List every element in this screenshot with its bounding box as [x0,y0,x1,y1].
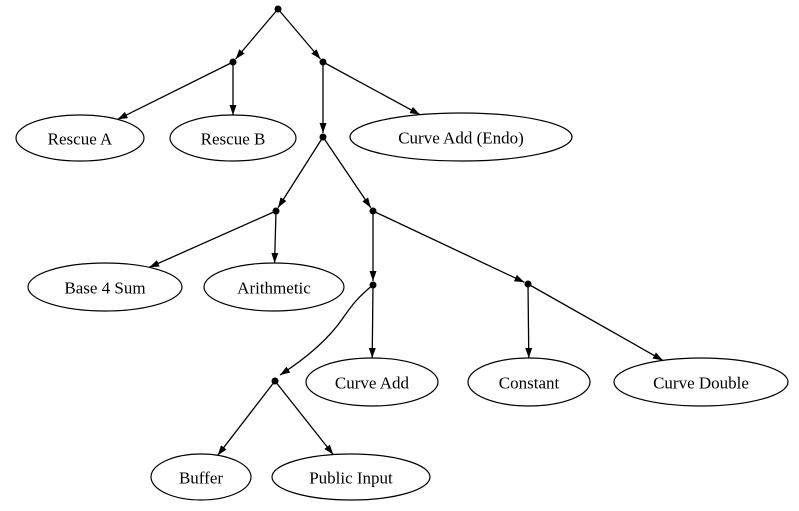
node-label-curve-add: Curve Add [335,374,410,393]
node-arithmetic: Arithmetic [203,262,345,312]
node-ellipse-arithmetic [203,262,345,312]
node-ellipse-constant [467,357,591,407]
edge-j8-to-constant [525,283,533,359]
node-buffer: Buffer [150,453,252,501]
node-label-public-input: Public Input [309,469,393,488]
node-label-constant: Constant [499,374,560,393]
edge-j6-to-curve-add [368,284,376,359]
node-ellipse-curve-double [613,357,789,407]
node-rescue-a: Rescue A [15,114,145,162]
node-label-base-4-sum: Base 4 Sum [64,279,145,298]
node-constant: Constant [467,357,591,407]
node-rescue-b: Rescue B [169,114,297,162]
edge-root-to-j1 [235,8,279,60]
node-label-curve-add-endo: Curve Add (Endo) [398,129,524,148]
node-ellipse-buffer [150,453,252,501]
edge-root-to-j2 [277,8,321,60]
node-ellipse-curve-add [305,357,439,407]
node-curve-add: Curve Add [305,357,439,407]
edge-j5-to-j8 [372,210,525,283]
node-ellipse-public-input [271,453,431,501]
node-curve-add-endo: Curve Add (Endo) [349,112,573,162]
node-public-input: Public Input [271,453,431,501]
edge-j7-to-public-input [274,380,334,456]
junction-dot-j4 [272,207,280,215]
node-ellipse-base-4-sum [27,262,183,312]
node-label-arithmetic: Arithmetic [237,279,311,298]
junction-dot-j6 [369,281,377,289]
junction-dot-j1 [229,58,237,66]
node-label-curve-double: Curve Double [653,374,749,393]
junction-dot-j2 [319,58,327,66]
edge-j7-to-buffer [217,380,276,456]
edge-j3-to-j5 [322,136,372,209]
edge-j4-to-base-4-sum [148,210,277,268]
node-ellipse-rescue-b [169,114,297,162]
edge-j6-to-j7 [279,284,374,376]
node-label-rescue-a: Rescue A [48,130,113,149]
junction-dot-j3 [319,133,327,141]
edge-j1-to-rescue-a [117,61,234,120]
node-base-4-sum: Base 4 Sum [27,262,183,312]
node-ellipse-rescue-a [15,114,145,162]
node-curve-double: Curve Double [613,357,789,407]
junction-dot-root [274,5,282,13]
edge-j8-to-curve-double [527,283,664,361]
junction-dot-j8 [524,280,532,288]
edge-j3-to-j4 [277,136,324,208]
junction-dot-j7 [271,377,279,385]
edge-j4-to-arithmetic [271,210,279,264]
junction-dot-j5 [369,207,377,215]
node-label-buffer: Buffer [179,469,223,488]
edge-j2-to-curve-add-endo [322,61,421,116]
node-label-rescue-b: Rescue B [201,130,266,149]
node-ellipse-curve-add-endo [349,112,573,162]
